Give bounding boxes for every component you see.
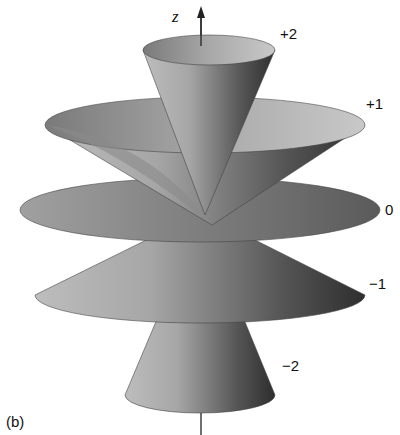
axis-label: z (172, 8, 179, 25)
axis-arrowhead (197, 6, 205, 18)
quantum-number: 0 (385, 202, 393, 217)
cone-p2-rim (143, 35, 275, 65)
panel-label: (b) (6, 414, 24, 429)
quantum-number: +1 (366, 96, 383, 111)
cone-p2-side (143, 50, 275, 215)
quantum-number: −2 (282, 358, 299, 373)
z-axis-top (200, 18, 201, 46)
quantum-number: +2 (280, 26, 297, 41)
quantum-number: −1 (369, 276, 386, 291)
